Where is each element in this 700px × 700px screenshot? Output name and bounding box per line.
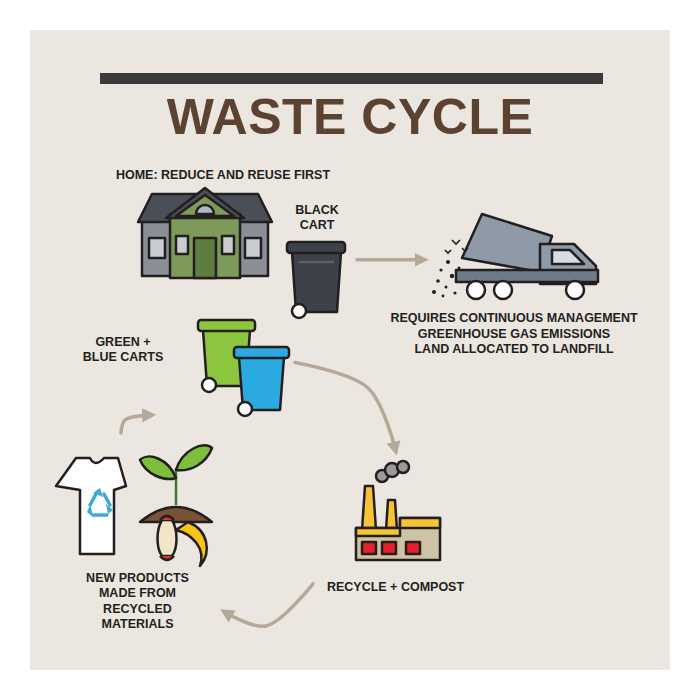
- compost-plant-icon: [140, 457, 176, 479]
- compost-plant-icon: [158, 520, 177, 556]
- recycle-symbol: [94, 513, 107, 517]
- house-icon: [149, 238, 165, 258]
- title-bar: [100, 73, 603, 84]
- compost-plant-icon: [140, 507, 212, 522]
- compost-plant-icon: [140, 445, 212, 566]
- black-cart-icon: [287, 242, 345, 318]
- compost-plant-icon: [160, 516, 174, 560]
- landfill-truck-node: REQUIRES CONTINUOUS MANAGEMENTGREENHOUSE…: [428, 212, 600, 357]
- landfill-debris: [432, 240, 468, 297]
- factory-icon: [356, 528, 400, 536]
- node-label: RECYCLE + COMPOST: [318, 580, 473, 595]
- node-label: BLACK CART: [289, 203, 345, 234]
- factory-icon: [382, 542, 396, 554]
- text-group: NEW PRODUCTS MADE FROM RECYCLED MATERIAL…: [84, 571, 192, 632]
- node-label: GREENHOUSE GAS EMISSIONS: [364, 327, 664, 342]
- garbage-truck-icon: [456, 214, 598, 299]
- landfill-debris: [445, 240, 468, 253]
- black-cart-icon: [299, 261, 334, 264]
- new-products-node: NEW PRODUCTS MADE FROM RECYCLED MATERIAL…: [55, 438, 220, 636]
- node-label: REQUIRES CONTINUOUS MANAGEMENT: [364, 311, 664, 326]
- text-group: REQUIRES CONTINUOUS MANAGEMENTGREENHOUSE…: [364, 311, 664, 357]
- flow-arrow: [357, 258, 423, 262]
- blue-cart-icon: [234, 347, 289, 416]
- house-icon: [176, 195, 234, 216]
- factory-node: RECYCLE + COMPOST: [318, 455, 473, 595]
- recycle-symbol: [93, 488, 103, 497]
- landfill-debris: [442, 295, 445, 298]
- factory-icon: [400, 518, 440, 528]
- recycle-symbol: [87, 488, 113, 518]
- garbage-truck-icon: [494, 281, 512, 299]
- blue-cart-icon: [238, 402, 252, 416]
- factory-icon: [362, 542, 376, 554]
- black-cart-node: BLACK CART: [282, 203, 352, 321]
- green-cart-icon: [202, 378, 216, 392]
- home-node: HOME: REDUCE AND REUSE FIRST: [112, 168, 334, 280]
- node-label: NEW PRODUCTS MADE FROM RECYCLED MATERIAL…: [84, 571, 192, 632]
- factory-icon: [406, 542, 420, 554]
- house-icon: [166, 188, 244, 218]
- text-group: RECYCLE + COMPOST: [318, 580, 473, 595]
- text-group: HOME: REDUCE AND REUSE FIRST: [112, 168, 334, 183]
- compost-plant-icon: [176, 522, 207, 566]
- recycling-carts-node: GREEN + BLUE CARTS: [82, 315, 290, 410]
- factory-icon: [362, 486, 376, 530]
- recycle-symbol: [87, 505, 94, 518]
- house-icon: [196, 205, 214, 214]
- node-label: GREEN + BLUE CARTS: [82, 335, 164, 366]
- house-icon: [194, 238, 216, 278]
- landfill-debris: [439, 268, 442, 271]
- green-cart-icon: [198, 320, 255, 331]
- factory-icon: [397, 461, 409, 473]
- landfill-debris: [453, 291, 456, 294]
- landfill-debris: [436, 279, 440, 283]
- black-cart-icon: [287, 242, 345, 253]
- house-icon: [138, 188, 272, 278]
- house-icon: [170, 214, 240, 278]
- node-label: LAND ALLOCATED TO LANDFILL: [364, 342, 664, 357]
- flow-arrow: [295, 363, 396, 451]
- tshirt-icon: [56, 458, 126, 554]
- house-icon: [245, 238, 261, 258]
- house-icon: [222, 236, 234, 254]
- landfill-debris: [445, 286, 448, 289]
- node-label: HOME: REDUCE AND REUSE FIRST: [112, 168, 334, 183]
- garbage-truck-icon: [462, 214, 552, 272]
- tshirt-icon: [56, 458, 126, 554]
- recycle-symbol: [90, 494, 96, 505]
- landfill-debris: [458, 267, 461, 270]
- factory-icon: [386, 500, 397, 530]
- factory-icon: [356, 461, 440, 560]
- garbage-truck-icon: [552, 250, 584, 264]
- flow-arrow: [225, 584, 313, 627]
- garbage-truck-icon: [566, 281, 584, 299]
- flow-arrow: [121, 415, 151, 433]
- text-group: GREEN + BLUE CARTS: [82, 335, 164, 366]
- compost-plant-icon: [176, 445, 212, 470]
- diagram-title: WASTE CYCLE: [0, 90, 700, 145]
- landfill-debris: [446, 260, 450, 264]
- recycle-symbol: [104, 494, 110, 505]
- recycle-symbol: [106, 504, 113, 514]
- landfill-debris: [450, 274, 454, 278]
- blue-cart-icon: [234, 347, 289, 358]
- garbage-truck-icon: [467, 281, 485, 299]
- text-group: BLACK CART: [289, 203, 345, 234]
- black-cart-icon: [292, 304, 306, 318]
- landfill-debris: [432, 290, 436, 294]
- factory-icon: [356, 518, 440, 560]
- house-icon: [176, 236, 188, 254]
